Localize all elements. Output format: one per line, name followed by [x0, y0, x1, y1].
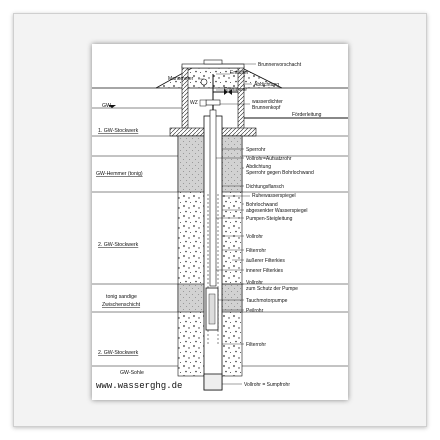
website-footer: www.wasserghg.de	[96, 381, 182, 391]
label-aeusserer-filterkies: äußerer Filterkies	[246, 258, 285, 264]
label-abgesenkter: abgesenkter Wasserspiegel	[246, 208, 308, 214]
wellhead-valve	[205, 99, 221, 106]
manometer-icon	[200, 78, 208, 86]
label-entnahme: Entnahme	[224, 87, 247, 93]
label-brunnenkopf: Brunnenkopf	[252, 105, 281, 111]
label-gw-sohle: GW-Sohle	[120, 370, 144, 376]
clay-seal-left	[177, 135, 207, 193]
label-wz: WZ	[190, 100, 198, 106]
label-abdichtung-top: Abdichtung	[254, 82, 279, 88]
label-manometer: Manometer	[168, 76, 194, 82]
label-dichtungsflansch: Dichtungsflansch	[246, 184, 284, 190]
label-vollrohr-schutz-2: zum Schutz der Pumpe	[246, 286, 298, 292]
clay-interlayer-right	[219, 283, 243, 313]
label-innerer-filterkies: innerer Filterkies	[246, 268, 283, 274]
gw-marker-icon	[108, 105, 116, 108]
label-peilrohr: Peilrohr	[246, 308, 264, 314]
clay-interlayer-left	[177, 283, 207, 313]
label-tauchmotorpumpe: Tauchmotorpumpe	[246, 298, 288, 304]
label-foerderleitung: Förderleitung	[292, 112, 322, 118]
label-abdichtung-1: Abdichtung	[246, 164, 271, 170]
shaft-cover	[181, 63, 245, 69]
label-gw-hemmer: GW-Hemmer (tonig)	[96, 171, 143, 177]
label-entluefter: Entlüfter	[230, 70, 249, 76]
shaft-hatch	[203, 59, 223, 65]
diagram-card: Brunnenvorschacht Entlüfter Manometer Ab…	[92, 44, 348, 400]
label-filterrohr: Filterrohr	[246, 248, 266, 254]
label-stockwerk-1: 1. GW-Stockwerk	[98, 128, 139, 134]
label-sumpfrohr: Vollrohr = Sumpfrohr	[244, 382, 290, 388]
label-vollrohr: Vollrohr	[246, 234, 263, 240]
leader-lines	[198, 63, 256, 385]
label-wasserdichter: wasserdichter	[252, 99, 283, 105]
valve-icon	[224, 89, 228, 95]
label-filterrohr-2: Filterrohr	[246, 342, 266, 348]
label-vollrohr-schutz-1: Vollrohr	[246, 280, 263, 286]
label-bohrlochwand: Bohrlochwand	[246, 202, 278, 208]
label-tonig-2: Zwischenschicht	[102, 302, 141, 308]
label-brunnenvorschacht: Brunnenvorschacht	[258, 62, 302, 68]
label-stockwerk-2b: 2. GW-Stockwerk	[98, 350, 139, 356]
label-gw: GW	[102, 103, 111, 109]
label-pumpensteigleitung: Pumpen-Steigleitung	[246, 216, 293, 222]
label-abdichtung-2: Sperrohr gegen Bohrlochwand	[246, 170, 314, 176]
label-sperrohr: Sperrohr	[246, 147, 266, 153]
sump-pipe	[203, 373, 223, 391]
label-ruhewasserspiegel: Ruhewasserspiegel	[252, 193, 296, 199]
label-vollrohr-aufsatz: Vollrohr=Aufsatzrohr	[246, 156, 292, 162]
riser-pipe	[209, 109, 217, 287]
label-tonig-1: tonig sandige	[106, 294, 137, 300]
well-diagram: Brunnenvorschacht Entlüfter Manometer Ab…	[92, 59, 348, 391]
clay-seal-right	[219, 135, 243, 193]
label-stockwerk-2: 2. GW-Stockwerk	[98, 242, 139, 248]
wz-meter	[199, 99, 207, 107]
